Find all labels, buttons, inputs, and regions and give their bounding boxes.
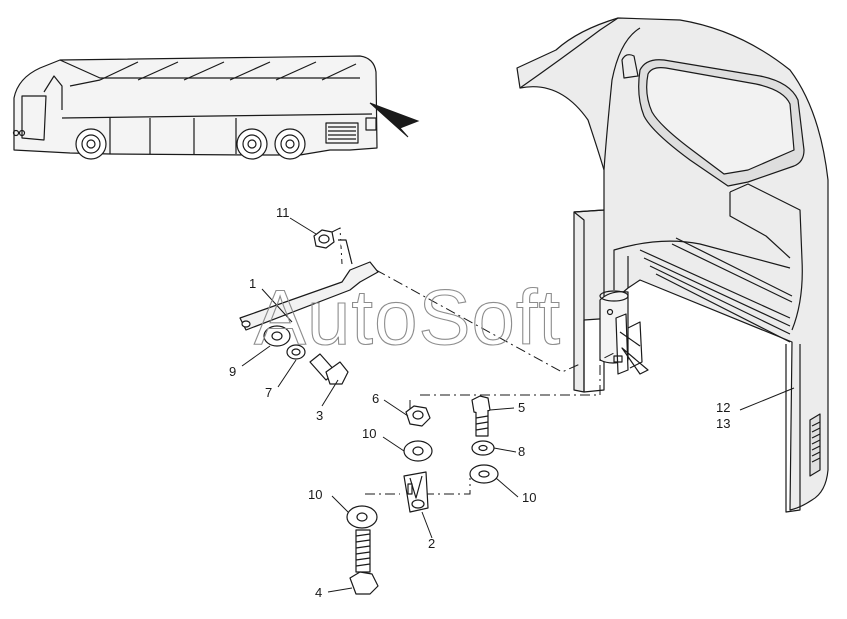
clamp-part-2 [403, 471, 429, 513]
callout-10-lower: 10 [308, 487, 322, 502]
nut-part-11 [313, 229, 335, 249]
bolt-part-5 [471, 395, 491, 437]
callout-10-upper: 10 [362, 426, 376, 441]
callout-leaders [241, 217, 795, 593]
bracket-part-1 [239, 239, 379, 331]
callout-1: 1 [249, 276, 256, 291]
washer-part-10-lower [346, 505, 378, 529]
nut-part-6 [405, 405, 431, 427]
spring-washer-part-8 [471, 440, 495, 456]
bus-locator-icon [12, 55, 378, 160]
callout-11: 11 [276, 205, 290, 220]
spring-washer-part-7 [286, 344, 306, 360]
washer-part-9 [263, 325, 291, 347]
bolt-part-3 [309, 353, 349, 385]
callout-9: 9 [229, 364, 236, 379]
bolt-part-4 [349, 529, 379, 595]
washer-part-10-right [469, 464, 499, 484]
callout-3: 3 [316, 408, 323, 423]
callout-4: 4 [315, 585, 322, 600]
callout-8: 8 [518, 444, 525, 459]
callout-5: 5 [518, 400, 525, 415]
callout-12: 12 [716, 400, 730, 415]
washer-part-10-upper [403, 440, 433, 462]
location-arrow-icon [369, 102, 420, 138]
callout-7: 7 [265, 385, 272, 400]
callout-13: 13 [716, 416, 730, 431]
side-panel-part [516, 17, 829, 513]
callout-2: 2 [428, 536, 435, 551]
callout-labels: 11 1 9 7 3 6 10 5 8 10 10 2 4 12 13 [229, 205, 730, 600]
callout-6: 6 [372, 391, 379, 406]
callout-10-right: 10 [522, 490, 536, 505]
watermark-text: AutoSoft [254, 273, 561, 361]
